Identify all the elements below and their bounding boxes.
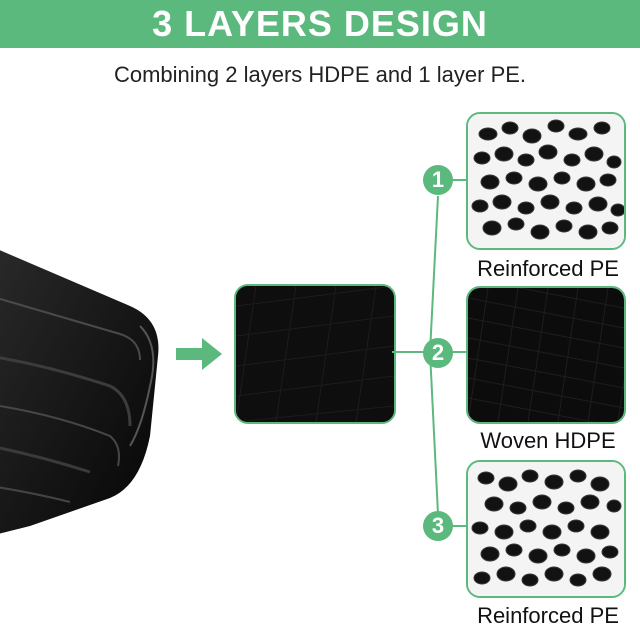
layer-label-1: Reinforced PE xyxy=(477,256,619,281)
layer-label-3: Reinforced PE xyxy=(477,603,619,628)
tarp-sample-swatch xyxy=(234,284,396,424)
layer-number-3: 3 xyxy=(423,511,453,541)
layer-label-2: Woven HDPE xyxy=(480,428,616,453)
woven-hdpe-image xyxy=(466,286,626,424)
page-title: 3 LAYERS DESIGN xyxy=(152,3,488,44)
reinforced-pe-pellets-image-2 xyxy=(466,460,626,598)
subtitle: Combining 2 layers HDPE and 1 layer PE. xyxy=(113,62,527,87)
title-banner: 3 LAYERS DESIGN xyxy=(0,0,640,48)
reinforced-pe-pellets-image xyxy=(466,112,626,250)
arrow-right-icon xyxy=(176,338,222,370)
layer-number-1: 1 xyxy=(423,165,453,195)
layer-number-2: 2 xyxy=(423,338,453,368)
folded-tarp-image xyxy=(0,250,159,534)
